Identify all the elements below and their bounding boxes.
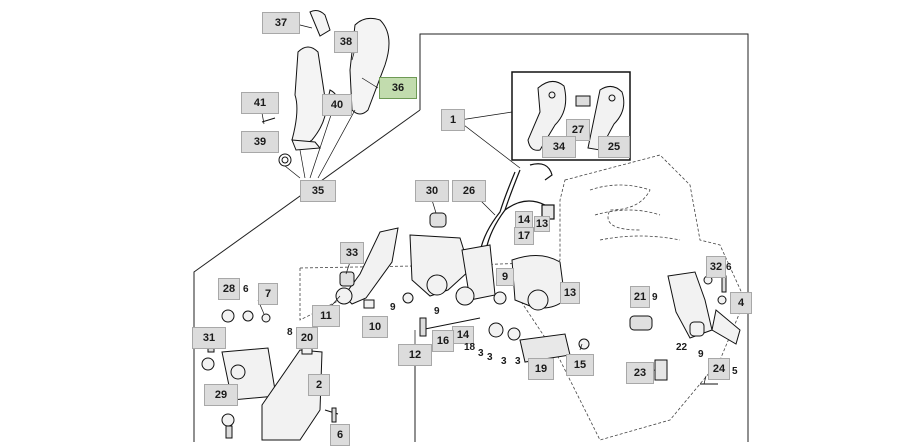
callout-3-c[interactable]: 3 [501,356,507,367]
callout-24[interactable]: 24 [708,358,730,380]
callout-6-bottom[interactable]: 6 [330,424,350,446]
callout-16[interactable]: 16 [432,330,454,352]
right-bracket-assembly [629,271,741,385]
callout-33[interactable]: 33 [340,242,364,264]
callout-26[interactable]: 26 [452,180,486,202]
linkage-assembly [335,212,590,363]
callout-1[interactable]: 1 [441,109,465,131]
callout-34[interactable]: 34 [542,136,576,158]
callout-4[interactable]: 4 [730,292,752,314]
callout-3-b[interactable]: 3 [487,352,493,363]
inset-handle-parts [527,81,625,151]
callout-21[interactable]: 21 [630,286,650,308]
callout-38[interactable]: 38 [334,31,358,53]
callout-10[interactable]: 10 [362,316,388,338]
callout-9-a[interactable]: 9 [496,268,514,286]
callout-2[interactable]: 2 [308,374,330,396]
callout-39[interactable]: 39 [241,131,279,153]
callout-3-d[interactable]: 3 [515,356,521,367]
callout-6-right[interactable]: 6 [726,262,732,273]
callout-3-a[interactable]: 3 [478,348,484,359]
callout-41[interactable]: 41 [241,92,279,114]
callout-30[interactable]: 30 [415,180,449,202]
callout-32[interactable]: 32 [706,256,726,278]
callout-36[interactable]: 36 [379,77,417,99]
callout-40[interactable]: 40 [322,94,352,116]
frame-lines [193,33,749,442]
callout-13-lower[interactable]: 13 [560,282,580,304]
callout-8[interactable]: 8 [287,327,293,338]
callout-17[interactable]: 17 [514,227,534,245]
callout-37[interactable]: 37 [262,12,300,34]
callout-35[interactable]: 35 [300,180,336,202]
callout-15[interactable]: 15 [566,354,594,376]
callout-20[interactable]: 20 [296,327,318,349]
callout-7[interactable]: 7 [258,283,278,305]
callout-5[interactable]: 5 [732,366,738,377]
callout-9-b[interactable]: 9 [390,302,396,313]
callout-9-d[interactable]: 9 [652,292,658,303]
callout-31[interactable]: 31 [192,327,226,349]
callout-22[interactable]: 22 [676,342,688,353]
callout-29[interactable]: 29 [204,384,238,406]
callout-12[interactable]: 12 [398,344,432,366]
callout-28[interactable]: 28 [218,278,240,300]
callout-14-upper[interactable]: 14 [515,211,533,229]
callout-9-c[interactable]: 9 [434,306,440,317]
callout-11[interactable]: 11 [312,305,340,327]
shift-lever-parts [261,10,390,167]
callout-25[interactable]: 25 [598,136,630,158]
callout-9-e[interactable]: 9 [698,349,704,360]
callout-6-left[interactable]: 6 [243,284,249,295]
callout-18[interactable]: 18 [464,342,476,353]
callout-23[interactable]: 23 [626,362,654,384]
callout-13-upper[interactable]: 13 [534,216,550,232]
callout-27[interactable]: 27 [566,119,590,141]
callout-19[interactable]: 19 [528,358,554,380]
